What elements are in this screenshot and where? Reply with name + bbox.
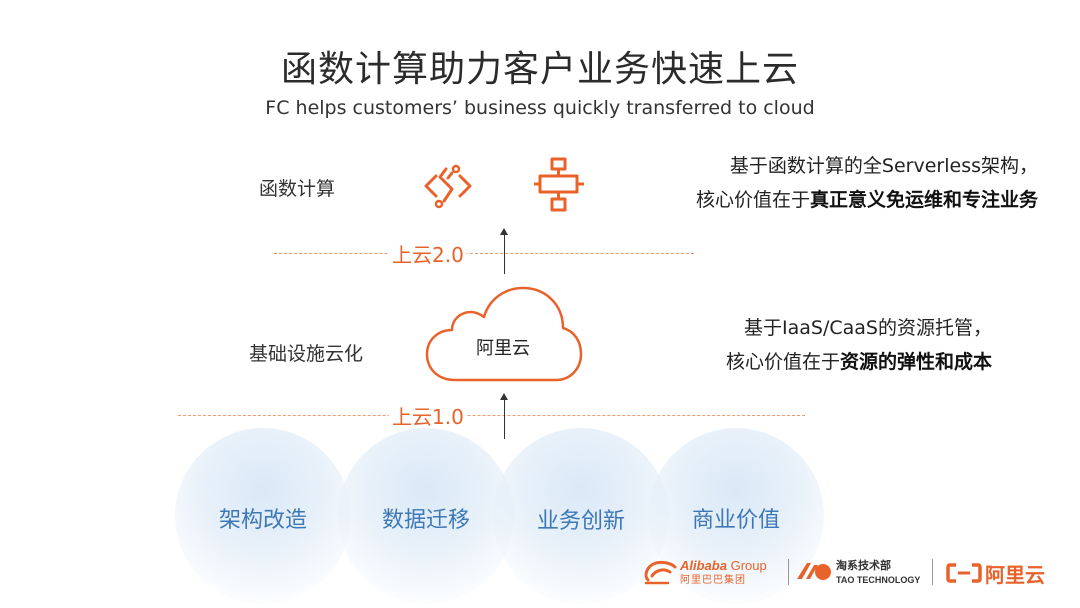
tao-logo-icon — [795, 559, 833, 585]
bubble-label: 架构改造 — [218, 508, 307, 533]
infra-desc-prefix: 核心价值在于 — [725, 351, 840, 373]
fc-row-label: 函数计算 — [259, 178, 336, 200]
cloud-label: 阿里云 — [476, 338, 530, 359]
stage2-arrow-head — [500, 228, 508, 235]
stage1-label: 上云1.0 — [389, 401, 467, 430]
stage2-divider — [274, 253, 694, 254]
tao-en: TAO TECHNOLOGY — [836, 575, 921, 585]
footer-divider — [788, 559, 789, 585]
fc-desc-line1: 基于函数计算的全Serverless架构， — [729, 155, 1038, 177]
infra-desc-line2: 核心价值在于资源的弹性和成本 — [560, 345, 992, 379]
footer-divider — [932, 559, 933, 585]
alibaba-brand: Alibaba — [680, 558, 727, 573]
infra-desc-bold: 资源的弹性和成本 — [839, 351, 992, 373]
fc-flow-icon — [532, 157, 586, 213]
bubble-label: 业务创新 — [536, 509, 625, 534]
bubble-data-migration — [338, 428, 514, 604]
bubble-label: 数据迁移 — [381, 508, 470, 533]
aliyun-wordmark: 阿里云 — [985, 563, 1045, 587]
bubble-business-value — [648, 428, 824, 604]
bubble-business-innovation — [493, 428, 669, 604]
stage1-arrow-head — [500, 393, 508, 400]
alibaba-group: Group — [730, 558, 767, 573]
stage1-divider — [178, 415, 805, 416]
tao-wordmark: 淘系技术部 TAO TECHNOLOGY — [836, 559, 920, 587]
aliyun-logo-icon — [946, 562, 982, 584]
slide-subtitle: FC helps customers’ business quickly tra… — [265, 97, 815, 119]
fc-code-icon — [422, 163, 474, 209]
cloud-icon — [425, 284, 583, 384]
bubble-architecture — [175, 428, 351, 604]
tao-cn: 淘系技术部 — [836, 560, 891, 572]
stage2-label: 上云2.0 — [389, 239, 467, 268]
stage2-arrow-line — [503, 234, 505, 274]
bubble-label: 商业价值 — [691, 508, 780, 533]
infra-description: 基于IaaS/CaaS的资源托管， 核心价值在于资源的弹性和成本 — [560, 311, 992, 379]
alibaba-cn: 阿里巴巴集团 — [680, 575, 746, 586]
fc-description: 基于函数计算的全Serverless架构， 核心价值在于真正意义免运维和专注业务 — [560, 149, 1038, 217]
fc-desc-prefix: 核心价值在于 — [695, 189, 810, 211]
alibaba-group-wordmark: Alibaba Group 阿里巴巴集团 — [680, 558, 767, 588]
fc-desc-line2: 核心价值在于真正意义免运维和专注业务 — [560, 183, 1038, 217]
slide-title: 函数计算助力客户业务快速上云 — [280, 49, 799, 90]
fc-desc-bold: 真正意义免运维和专注业务 — [809, 189, 1038, 211]
alibaba-logo-icon — [642, 558, 678, 586]
stage1-arrow-line — [503, 399, 505, 439]
infra-row-label: 基础设施云化 — [249, 343, 364, 365]
infra-desc-line1: 基于IaaS/CaaS的资源托管， — [744, 317, 992, 339]
